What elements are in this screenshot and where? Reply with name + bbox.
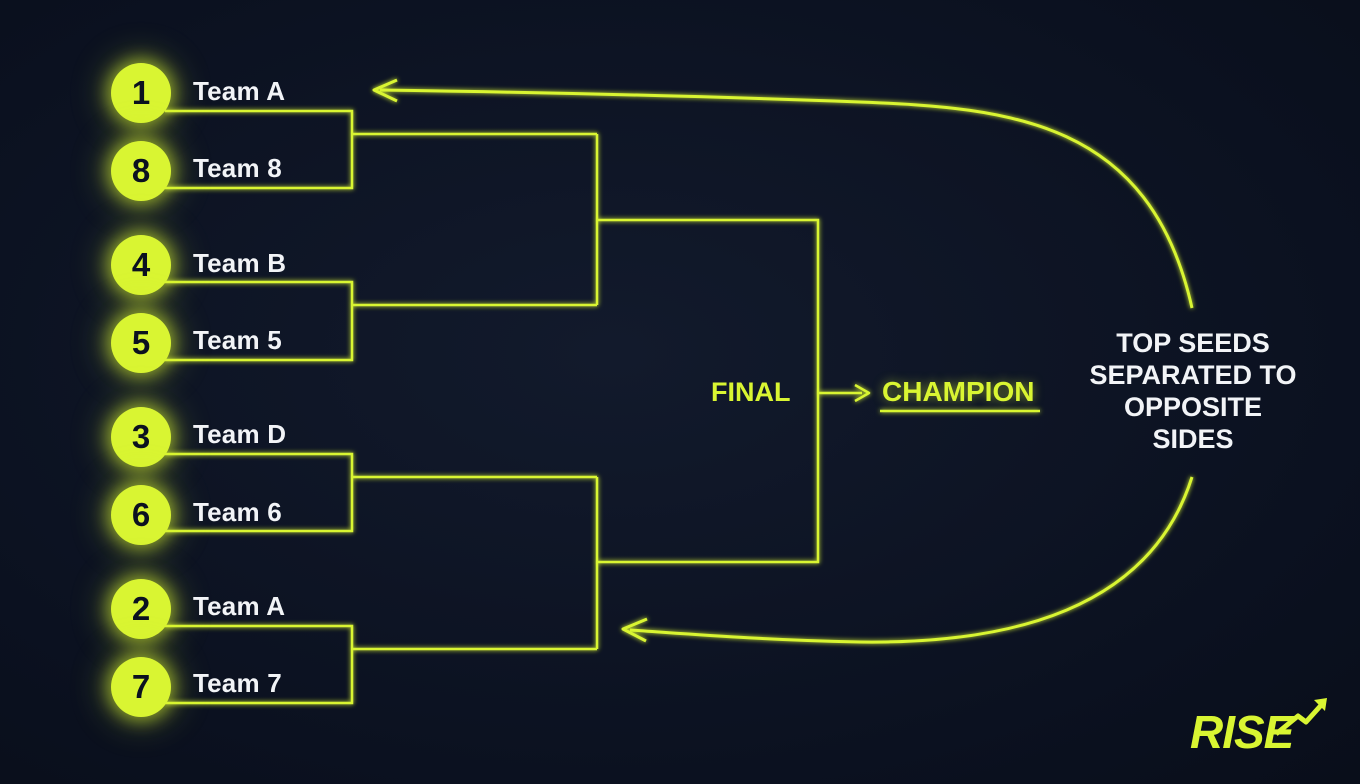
seed-badge: 7 [111, 657, 171, 717]
seed-badge: 4 [111, 235, 171, 295]
bracket-match-3 [165, 452, 354, 533]
seed-badge: 5 [111, 313, 171, 373]
bracket-match-2 [165, 280, 354, 362]
seed-badge: 1 [111, 63, 171, 123]
annotation-arrow-top-head [372, 78, 398, 103]
team-name: Team A [193, 591, 286, 621]
bracket-match-1 [165, 109, 354, 190]
trend-arrow-icon [1274, 700, 1326, 736]
annotation-line: OPPOSITE [1123, 392, 1263, 422]
annotation-line: TOP SEEDS [1116, 328, 1270, 358]
bracket-final-link [597, 218, 820, 564]
team-name: Team A [193, 76, 286, 106]
bracket-link-1 [352, 132, 597, 307]
team-name: Team 6 [193, 497, 282, 527]
annotation-line: SEPARATED TO [1089, 360, 1297, 390]
bracket-match-4 [165, 624, 354, 705]
bracket-link-2 [352, 475, 597, 651]
seed-badge: 8 [111, 141, 171, 201]
team-name: Team 7 [193, 668, 282, 698]
final-label: FINAL [711, 377, 791, 407]
team-name: Team 5 [193, 325, 282, 355]
rise-logo: RISE [1190, 698, 1330, 758]
annotation-line: SIDES [1152, 424, 1234, 454]
final-arrow-head [854, 383, 871, 403]
team-name: Team B [193, 248, 287, 278]
seed-badge: 3 [111, 407, 171, 467]
champion-label: CHAMPION [882, 376, 1035, 407]
seed-badge: 2 [111, 579, 171, 639]
annotation-text: TOP SEEDS SEPARATED TO OPPOSITE SIDES [1080, 327, 1306, 455]
annotation-arrow-bottom-head [621, 617, 648, 643]
annotation-arrow-bottom [629, 476, 1194, 644]
team-name: Team D [193, 419, 287, 449]
seed-badge: 6 [111, 485, 171, 545]
annotation-arrow-top [379, 88, 1194, 309]
team-name: Team 8 [193, 153, 282, 183]
